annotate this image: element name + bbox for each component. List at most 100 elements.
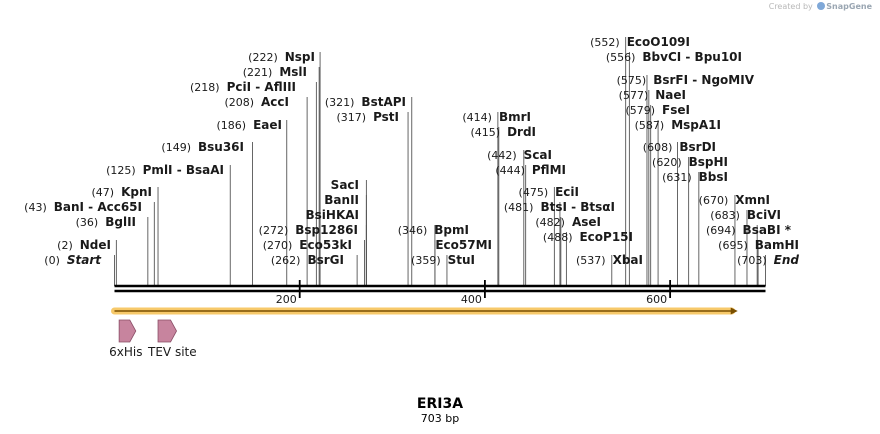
site-position: (670)	[699, 194, 736, 207]
enzyme-name: BglII	[105, 215, 136, 229]
site-position: (262)	[271, 254, 308, 267]
enzyme-name: EcoP15I	[579, 230, 633, 244]
enzyme-name: KpnI	[121, 185, 152, 199]
enzyme-label-stui: (359) StuI	[411, 253, 475, 267]
enzyme-name: BpmI	[434, 223, 469, 237]
enzyme-name: BstAPI	[361, 95, 406, 109]
enzyme-name: BsrFI - NgoMIV	[653, 73, 754, 87]
enzyme-name: EciI	[555, 185, 579, 199]
enzyme-name: BspHI	[689, 155, 728, 169]
enzyme-label-bsabi: (694) BsaBI *	[706, 223, 792, 237]
enzyme-name: BsiHKAI	[306, 208, 360, 222]
axis-tick-label-600: 600	[646, 293, 667, 306]
site-position: (221)	[243, 66, 280, 79]
site-position: (552)	[590, 36, 627, 49]
enzyme-label-naei: (577) NaeI	[619, 88, 686, 102]
enzyme-name: MspA1I	[671, 118, 721, 132]
dna-backbone	[114, 284, 766, 293]
site-position: (222)	[248, 51, 285, 64]
enzyme-label-bani-acc65i: (43) BanI - Acc65I	[24, 200, 142, 214]
enzyme-label-bstapi: (321) BstAPI	[325, 95, 406, 109]
enzyme-label-pcii-afliii: (218) PciI - AflIII	[190, 80, 296, 94]
site-position: (2)	[57, 239, 80, 252]
enzyme-label-bbsi: (631) BbsI	[662, 170, 728, 184]
enzyme-name: PmlI - BsaAI	[143, 163, 224, 177]
site-position: (36)	[76, 216, 106, 229]
enzyme-label-scai: (442) ScaI	[487, 148, 552, 162]
site-position: (218)	[190, 81, 227, 94]
enzyme-label-eaei: (186) EaeI	[217, 118, 282, 132]
enzyme-name: End	[774, 253, 800, 267]
enzyme-label-acci: (208) AccI	[224, 95, 289, 109]
site-position: (47)	[92, 186, 122, 199]
enzyme-name: BciVI	[747, 208, 781, 222]
sequence-name: ERI3A	[417, 396, 463, 412]
feature-label: 6xHis	[109, 345, 142, 359]
enzyme-name: StuI	[448, 253, 475, 267]
enzyme-name: EaeI	[253, 118, 282, 132]
enzyme-label-bsrdi: (608) BsrDI	[643, 140, 716, 154]
site-position: (608)	[643, 141, 680, 154]
enzyme-name: BanII	[324, 193, 359, 207]
enzyme-name: DrdI	[507, 125, 536, 139]
enzyme-label-xmni: (670) XmnI	[699, 193, 770, 207]
enzyme-label-ecii: (475) EciI	[519, 185, 579, 199]
axis-tick-label-400: 400	[461, 293, 482, 306]
enzyme-label-btsi-bts-i: (481) BtsI - BtsαI	[504, 200, 615, 214]
feature-label: TEV site	[147, 345, 197, 359]
enzyme-name: NspI	[285, 50, 315, 64]
snapgene-logo-icon	[817, 2, 826, 10]
site-position: (631)	[662, 171, 699, 184]
site-position: (346)	[398, 224, 435, 237]
enzyme-label-bsihkai: BsiHKAI	[306, 208, 360, 222]
sequence-length: 703 bp	[421, 412, 459, 425]
enzyme-name: PciI - AflIII	[227, 80, 296, 94]
enzyme-label-ecop15i: (488) EcoP15I	[543, 230, 633, 244]
enzyme-name: BbvCI - Bpu10I	[642, 50, 742, 64]
enzyme-name: BtsI - BtsαI	[540, 200, 615, 214]
site-position: (272)	[259, 224, 296, 237]
enzyme-label-eco57mi: Eco57MI	[435, 238, 492, 252]
enzyme-label-bsrgi: (262) BsrGI	[271, 253, 344, 267]
enzyme-label-asei: (482) AseI	[535, 215, 601, 229]
site-position: (317)	[336, 111, 373, 124]
orf-arrow	[111, 307, 738, 315]
enzyme-name: NaeI	[655, 88, 686, 102]
enzyme-label-start: (0) Start	[44, 253, 102, 267]
site-position: (359)	[411, 254, 448, 267]
enzyme-label-bpmi: (346) BpmI	[398, 223, 469, 237]
enzyme-name: BmrI	[499, 110, 531, 124]
enzyme-name: XbaI	[613, 253, 643, 267]
site-position: (620)	[652, 156, 689, 169]
axis-tick-label-200: 200	[276, 293, 297, 306]
enzyme-name: Eco53kI	[299, 238, 352, 252]
enzyme-name: FseI	[662, 103, 690, 117]
enzyme-label-bsp1286i: (272) Bsp1286I	[259, 223, 358, 237]
site-position: (694)	[706, 224, 743, 237]
site-position: (444)	[495, 164, 532, 177]
enzyme-label-pmli-bsaai: (125) PmlI - BsaAI	[106, 163, 224, 177]
enzyme-label-bsrfi-ngomiv: (575) BsrFI - NgoMIV	[617, 73, 755, 87]
credit-prefix: Created by	[768, 2, 813, 11]
site-position: (414)	[462, 111, 499, 124]
enzyme-label-drdi: (415) DrdI	[470, 125, 536, 139]
site-position: (208)	[224, 96, 261, 109]
site-position: (475)	[519, 186, 556, 199]
enzyme-label-kpni: (47) KpnI	[92, 185, 152, 199]
site-position: (703)	[737, 254, 774, 267]
enzyme-label-bamhi: (695) BamHI	[718, 238, 799, 252]
site-position: (149)	[161, 141, 198, 154]
site-position: (537)	[576, 254, 613, 267]
enzyme-label-mspa1i: (587) MspA1I	[635, 118, 721, 132]
site-position: (683)	[710, 209, 747, 222]
site-position: (575)	[617, 74, 654, 87]
feature-arrow-icon	[118, 319, 137, 343]
enzyme-name: Start	[67, 253, 102, 267]
enzyme-name: BsaBI *	[743, 223, 792, 237]
site-position: (0)	[44, 254, 67, 267]
site-position: (415)	[470, 126, 507, 139]
enzyme-label-xbai: (537) XbaI	[576, 253, 643, 267]
enzyme-name: XmnI	[735, 193, 770, 207]
enzyme-name: BbsI	[699, 170, 728, 184]
enzyme-label-bbvci-bpu10i: (556) BbvCI - Bpu10I	[606, 50, 742, 64]
